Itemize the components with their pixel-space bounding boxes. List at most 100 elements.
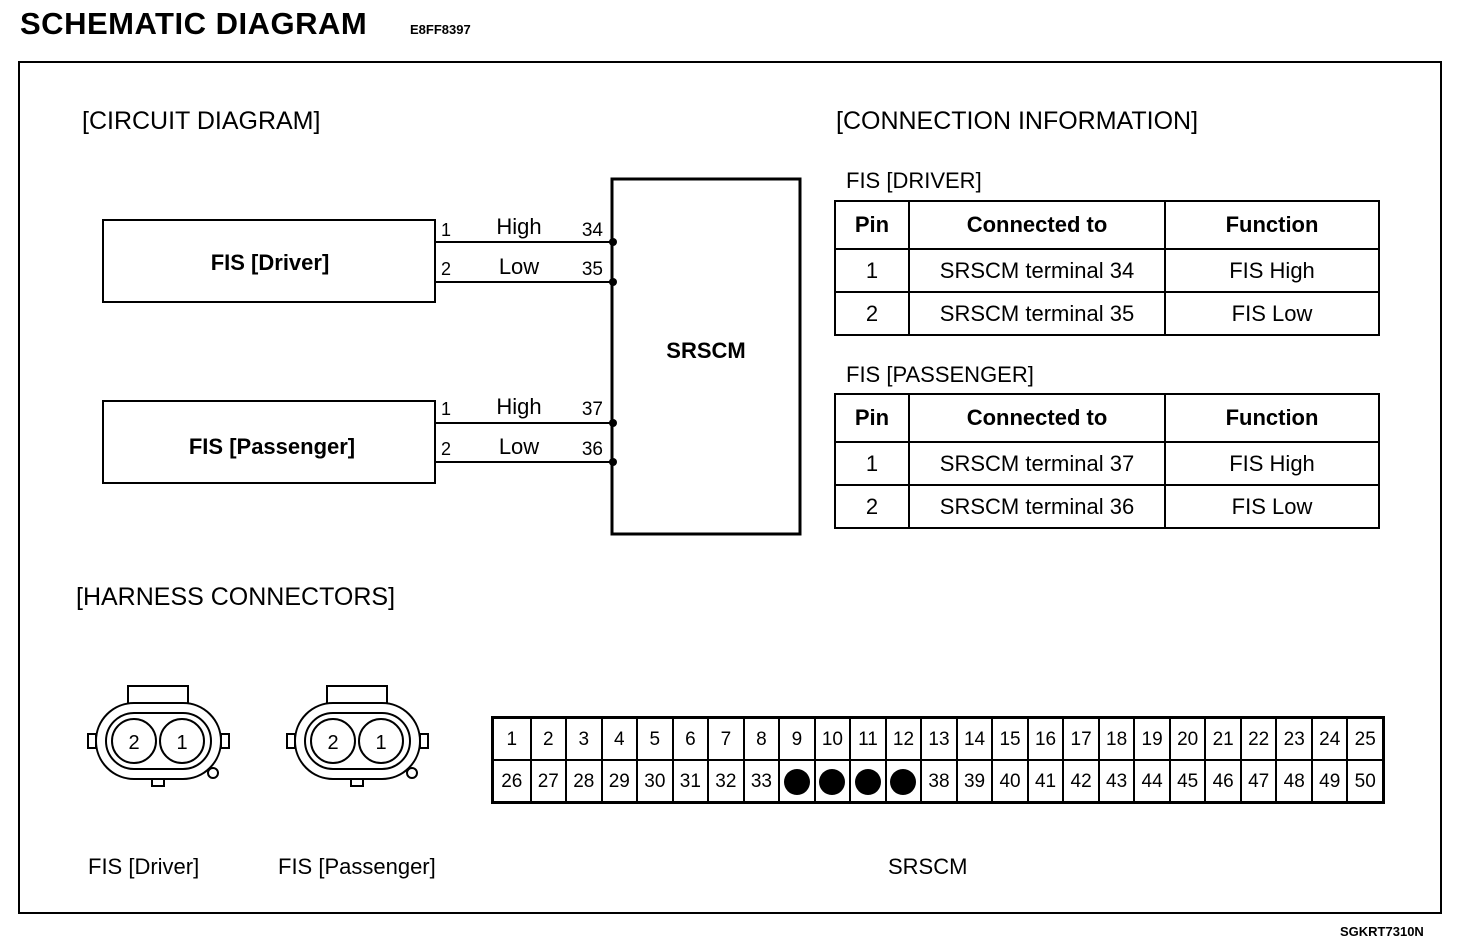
srscm-pin: 24: [1310, 719, 1347, 760]
driver-pin-2: 2: [441, 259, 451, 279]
srscm-pin: 44: [1133, 761, 1169, 802]
srscm-pin: 33: [742, 761, 779, 802]
srscm-pin: 4: [600, 719, 637, 760]
srscm-connector-label: SRSCM: [888, 854, 968, 879]
srscm-pin: 50: [1346, 761, 1382, 802]
cell-connected-to: SRSCM terminal 36: [908, 484, 1166, 529]
terminal-dot: [609, 458, 617, 466]
filled-cavity-icon: [819, 768, 846, 795]
cell-function: FIS High: [1164, 441, 1380, 486]
srscm-pin: 1: [506, 728, 518, 750]
srscm-pin: 40: [991, 761, 1027, 802]
fis-passenger-table-title: FIS [PASSENGER]: [846, 362, 1034, 387]
fis-driver-connection-table: Pin Connected to Function 1 SRSCM termin…: [834, 200, 1380, 336]
header-function: Function: [1164, 200, 1380, 250]
terminal-37-label: 37: [582, 399, 603, 420]
figure-code: SGKRT7310N: [1340, 924, 1424, 939]
srscm-pin: 30: [636, 761, 672, 802]
srscm-pin-filled: [849, 761, 885, 802]
srscm-pin: 32: [707, 761, 743, 802]
driver-high-label: High: [496, 214, 541, 239]
passenger-connector-pin-1: 1: [375, 732, 386, 754]
table-header-row: Pin Connected to Function: [834, 393, 1380, 443]
filled-cavity-icon: [783, 768, 810, 795]
table-row: 2 SRSCM terminal 35 FIS Low: [834, 291, 1380, 336]
srscm-pin: 26: [501, 770, 523, 792]
driver-pin-1: 1: [441, 220, 451, 240]
srscm-pin: 49: [1310, 761, 1347, 802]
srscm-pin: 21: [1204, 719, 1240, 760]
srscm-pin: 29: [600, 761, 637, 802]
srscm-pin: 23: [1275, 719, 1311, 760]
fis-passenger-connector-label: FIS [Passenger]: [278, 854, 436, 879]
srscm-pin: 28: [565, 761, 601, 802]
document-code: E8FF8397: [410, 22, 471, 37]
driver-low-label: Low: [499, 254, 539, 279]
srscm-pin: 45: [1168, 761, 1205, 802]
terminal-dot: [609, 238, 617, 246]
srscm-pin-filled: [884, 761, 921, 802]
srscm-pin: 14: [955, 719, 992, 760]
driver-connector-pin-1: 1: [176, 732, 187, 754]
srscm-pin: 19: [1133, 719, 1169, 760]
cell-pin: 2: [834, 484, 910, 529]
cell-pin: 2: [834, 291, 910, 336]
srscm-pin: 41: [1026, 761, 1063, 802]
fis-driver-label: FIS [Driver]: [211, 250, 330, 275]
srscm-box: [610, 177, 802, 536]
cell-connected-to: SRSCM terminal 37: [908, 441, 1166, 486]
terminal-dot: [609, 419, 617, 427]
srscm-pin: 47: [1239, 761, 1276, 802]
srscm-pin: 6: [671, 719, 708, 760]
table-header-row: Pin Connected to Function: [834, 200, 1380, 250]
srscm-pin: 3: [565, 719, 601, 760]
fis-driver-connector-label: FIS [Driver]: [88, 854, 200, 879]
srscm-pin: 11: [849, 719, 885, 760]
srscm-pin: 38: [920, 761, 956, 802]
fis-passenger-box: [102, 400, 436, 484]
cell-pin: 1: [834, 441, 910, 486]
srscm-pin: 48: [1275, 761, 1311, 802]
srscm-pin: 27: [529, 761, 566, 802]
cell-connected-to: SRSCM terminal 35: [908, 291, 1166, 336]
fis-passenger-connection-table: Pin Connected to Function 1 SRSCM termin…: [834, 393, 1380, 529]
filled-cavity-icon: [890, 768, 917, 795]
srscm-pin: 13: [920, 719, 956, 760]
table-row: 1 SRSCM terminal 37 FIS High: [834, 441, 1380, 486]
header-function: Function: [1164, 393, 1380, 443]
fis-driver-box: [102, 219, 436, 303]
fis-passenger-label: FIS [Passenger]: [189, 434, 355, 459]
srscm-pin: 43: [1097, 761, 1134, 802]
cell-function: FIS High: [1164, 248, 1380, 293]
circuit-diagram-heading: [CIRCUIT DIAGRAM]: [82, 107, 321, 135]
passenger-low-label: Low: [499, 434, 539, 459]
srscm-pin: 42: [1062, 761, 1098, 802]
srscm-pin: 17: [1062, 719, 1098, 760]
header-pin: Pin: [834, 393, 910, 443]
terminal-35-label: 35: [582, 259, 603, 280]
passenger-high-label: High: [496, 394, 541, 419]
harness-connectors-heading: [HARNESS CONNECTORS]: [76, 583, 396, 611]
fis-driver-table-title: FIS [DRIVER]: [846, 168, 982, 193]
srscm-label: SRSCM: [666, 338, 745, 363]
page-title: SCHEMATIC DIAGRAM: [20, 6, 368, 41]
srscm-pin: 25: [1346, 719, 1382, 760]
header-connected-to: Connected to: [908, 200, 1166, 250]
srscm-pin: 7: [707, 719, 743, 760]
table-row: 1 SRSCM terminal 34 FIS High: [834, 248, 1380, 293]
cell-pin: 1: [834, 248, 910, 293]
filled-cavity-icon: [854, 768, 881, 795]
srscm-pin: 9: [778, 719, 814, 760]
cell-function: FIS Low: [1164, 291, 1380, 336]
srscm-pin: 31: [671, 761, 708, 802]
srscm-pin-filled: [813, 761, 850, 802]
srscm-pin: 15: [991, 719, 1027, 760]
srscm-pin: 5: [636, 719, 672, 760]
header-pin: Pin: [834, 200, 910, 250]
cell-function: FIS Low: [1164, 484, 1380, 529]
grid-row-divider: [494, 759, 1382, 761]
srscm-pin: 20: [1168, 719, 1205, 760]
table-row: 2 SRSCM terminal 36 FIS Low: [834, 484, 1380, 529]
